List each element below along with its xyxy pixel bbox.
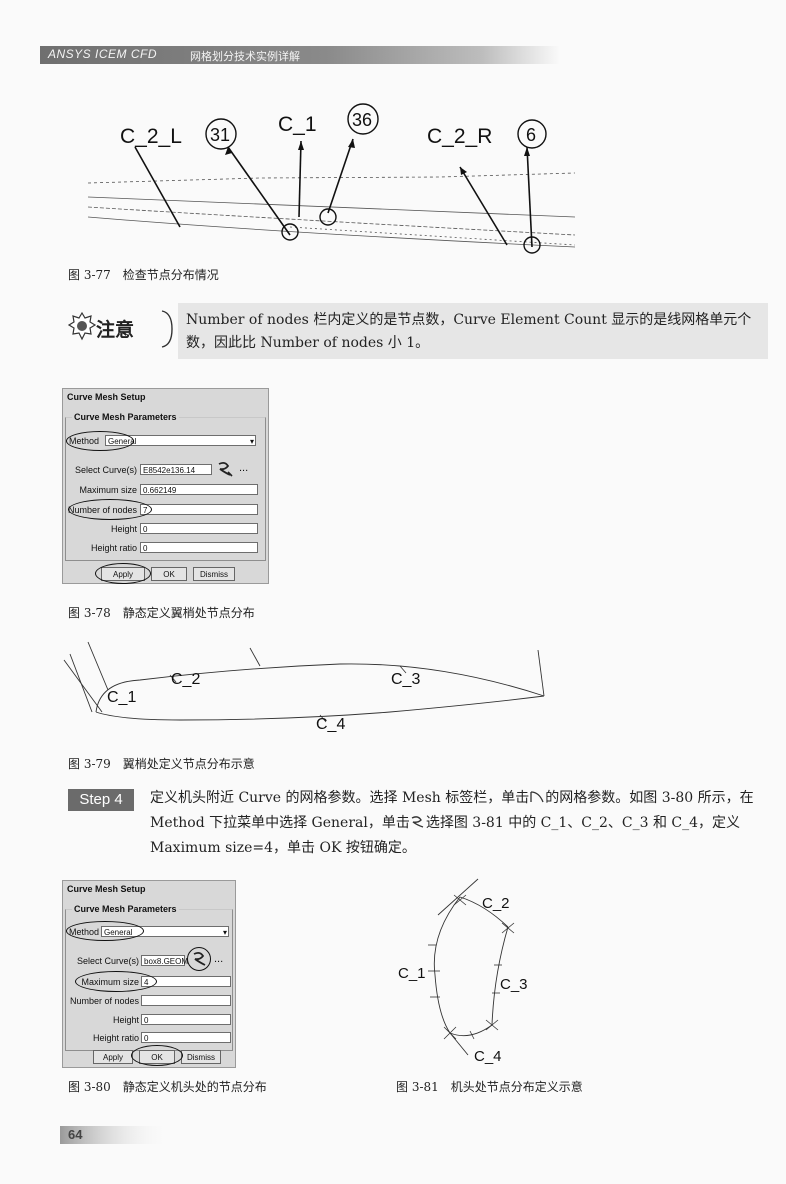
group-title: Curve Mesh Parameters	[72, 412, 179, 422]
caption-text: 机头处节点分布定义示意	[450, 1080, 583, 1094]
chevron-down-icon: ▾	[222, 928, 227, 937]
label-c1: C_1	[398, 965, 426, 982]
browse-button[interactable]: ...	[239, 462, 249, 474]
caption-text: 静态定义机头处的节点分布	[122, 1080, 267, 1094]
highlight-oval	[66, 431, 134, 451]
step-text-part: 定义机头附近 Curve 的网格参数。选择 Mesh 标签栏，单击	[150, 790, 530, 806]
select-curve-icon[interactable]	[216, 460, 234, 478]
figure-3-77-diagram: C_2_L 31 C_1 36 C_2_R 6	[87, 103, 576, 254]
highlight-oval	[131, 1045, 183, 1066]
curve-mesh-icon	[530, 791, 544, 803]
caption-number: 图 3-80	[68, 1080, 111, 1094]
caption-number: 图 3-77	[68, 268, 111, 282]
step-badge: Step 4	[68, 789, 134, 811]
caption-text: 静态定义翼梢处节点分布	[122, 606, 255, 620]
highlight-oval	[187, 947, 211, 971]
height-label: Height	[110, 524, 137, 534]
highlight-oval	[95, 563, 151, 584]
dialog-title: Curve Mesh Setup	[67, 392, 146, 402]
running-header: ANSYS ICEM CFD 网格划分技术实例详解	[40, 40, 560, 68]
note-background	[178, 303, 768, 359]
height-label: Height	[112, 1015, 139, 1025]
label-36: 36	[352, 110, 372, 130]
caption-number: 图 3-79	[68, 757, 111, 771]
label-c1: C_1	[278, 113, 317, 136]
browse-button[interactable]: ...	[214, 953, 224, 965]
figure-3-81-caption: 图 3-81 机头处节点分布定义示意	[396, 1078, 583, 1095]
caption-text: 检查节点分布情况	[122, 268, 219, 282]
note-text: Number of nodes 栏内定义的是节点数，Curve Element …	[186, 312, 752, 351]
note-box: 注意 Number of nodes 栏内定义的是节点数，Curve Eleme…	[67, 303, 768, 359]
figure-3-79-diagram: C_1 C_2 C_3 C_4	[63, 641, 545, 733]
header-band	[40, 46, 560, 64]
figure-3-78-caption: 图 3-78 静态定义翼梢处节点分布	[68, 604, 255, 621]
label-c2: C_2	[482, 895, 510, 912]
select-curve-icon	[411, 816, 424, 828]
curve-mesh-setup-dialog: Curve Mesh Setup Curve Mesh Parameters M…	[62, 880, 236, 1068]
max-size-field[interactable]: 0.662149	[140, 484, 258, 495]
label-c3: C_3	[500, 976, 528, 993]
select-curves-field[interactable]: box8.GEOM	[141, 955, 188, 966]
step-text-part: 的网格参数。如图 3-80 所示，在 Method 下拉菜单中选择 Genera…	[150, 790, 754, 831]
label-c4: C_4	[316, 716, 345, 733]
figure-3-80-caption: 图 3-80 静态定义机头处的节点分布	[68, 1078, 267, 1095]
label-c3: C_3	[391, 671, 420, 688]
note-bracket	[161, 310, 173, 348]
select-curves-label: Select Curve(s)	[76, 956, 139, 966]
figure-3-81-diagram: C_1 C_2 C_3 C_4	[398, 878, 528, 1065]
height-ratio-label: Height ratio	[90, 543, 137, 553]
highlight-oval	[68, 499, 152, 520]
step-text-part: 选择图 3-81 中的 C_1、C_2、C_3 和 C_4，定义 Maximum…	[150, 815, 741, 856]
dialog-title: Curve Mesh Setup	[67, 884, 146, 894]
dismiss-button[interactable]: Dismiss	[193, 567, 235, 581]
figure-3-79-caption: 图 3-79 翼梢处定义节点分布示意	[68, 755, 255, 772]
highlight-oval	[75, 971, 157, 992]
height-ratio-field[interactable]: 0	[140, 542, 258, 553]
nodes-field[interactable]	[141, 995, 231, 1006]
apply-button[interactable]: Apply	[93, 1050, 133, 1064]
caption-number: 图 3-81	[396, 1080, 439, 1094]
label-31: 31	[210, 125, 230, 145]
curve-mesh-setup-dialog: Curve Mesh Setup Curve Mesh Parameters M…	[62, 388, 269, 584]
page-number-band	[60, 1126, 170, 1144]
height-ratio-label: Height ratio	[92, 1033, 139, 1043]
label-c2: C_2	[171, 671, 200, 688]
label-c2l: C_2_L	[120, 125, 182, 148]
note-label: 注意	[96, 319, 135, 341]
max-size-label: Maximum size	[79, 485, 137, 495]
chevron-down-icon: ▾	[249, 437, 254, 446]
step-text: 定义机头附近 Curve 的网格参数。选择 Mesh 标签栏，单击的网格参数。如…	[150, 786, 770, 861]
nodes-label: Number of nodes	[69, 996, 139, 1006]
header-brand: ANSYS ICEM CFD	[48, 47, 158, 61]
select-curves-field[interactable]: E8542e136.14	[140, 464, 212, 475]
header-subtitle: 网格划分技术实例详解	[190, 50, 300, 63]
label-c4: C_4	[474, 1048, 502, 1065]
page-number: 64	[68, 1127, 83, 1142]
label-6: 6	[526, 125, 536, 145]
height-field[interactable]: 0	[140, 523, 258, 534]
dismiss-button[interactable]: Dismiss	[181, 1050, 221, 1064]
figure-3-77-caption: 图 3-77 检查节点分布情况	[68, 266, 219, 283]
note-alert-icon	[67, 311, 97, 341]
label-c1: C_1	[107, 689, 136, 706]
caption-text: 翼梢处定义节点分布示意	[122, 757, 255, 771]
height-field[interactable]: 0	[141, 1014, 231, 1025]
caption-number: 图 3-78	[68, 606, 111, 620]
parameters-group: Curve Mesh Parameters	[65, 412, 266, 561]
highlight-oval	[66, 921, 144, 941]
height-ratio-field[interactable]: 0	[141, 1032, 231, 1043]
group-title: Curve Mesh Parameters	[72, 904, 179, 914]
nodes-field[interactable]: 7	[140, 504, 258, 515]
label-c2r: C_2_R	[427, 125, 492, 148]
ok-button[interactable]: OK	[151, 567, 187, 581]
select-curves-label: Select Curve(s)	[74, 465, 137, 475]
